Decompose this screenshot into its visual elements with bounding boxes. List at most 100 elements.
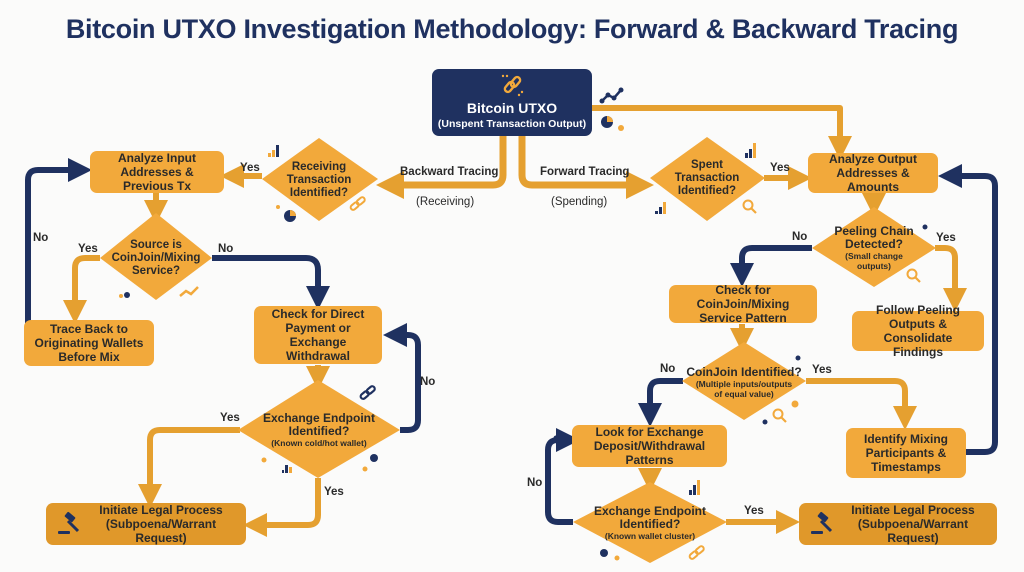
edge-coinjoin-no xyxy=(638,378,683,427)
decision-text: CoinJoin Identified? xyxy=(686,364,802,379)
edge-label-yes: Yes xyxy=(744,505,764,517)
edge-label-no: No xyxy=(420,376,436,388)
decision-text: Spent Transaction Identified? xyxy=(674,158,740,197)
bar-chart-icon xyxy=(282,465,292,473)
step-analyze-input-addresses[interactable]: Analyze Input Addresses & Previous Tx xyxy=(90,151,224,193)
decision-exchange-endpoint-right[interactable]: Exchange Endpoint Identified? (Known wal… xyxy=(590,503,710,543)
decision-exchange-endpoint-left[interactable]: Exchange Endpoint Identified? (Known col… xyxy=(256,410,382,450)
edge-label-yes: Yes xyxy=(770,162,790,174)
step-trace-back-originating-wallets[interactable]: Trace Back to Originating Wallets Before… xyxy=(24,320,154,366)
edge-label-yes: Yes xyxy=(812,364,832,376)
step-check-coinjoin-pattern[interactable]: Check for CoinJoin/Mixing Service Patter… xyxy=(669,283,817,325)
edge-exchange-right-no xyxy=(545,428,580,525)
decision-text: Source is CoinJoin/Mixing Service? xyxy=(111,238,201,277)
pie-icon xyxy=(276,205,296,222)
root-subtitle: (Unspent Transaction Output) xyxy=(437,118,587,130)
dots-icon xyxy=(119,292,130,298)
edge-source-yes xyxy=(63,255,100,324)
diamond-peeling xyxy=(812,207,936,287)
edge-label-yes: Yes xyxy=(324,486,344,498)
gavel-icon xyxy=(58,511,80,534)
legal-text: Initiate Legal Process (Subpoena/Warrant… xyxy=(851,503,975,545)
edge-label-yes: Yes xyxy=(78,243,98,255)
edge-forward-tracing xyxy=(518,136,654,199)
edge-label-no: No xyxy=(660,363,676,375)
decision-subtext: (Multiple inputs/outputs of equal value) xyxy=(695,378,793,399)
decision-text: Peeling Chain Detected? xyxy=(834,224,914,251)
edge-label-yes: Yes xyxy=(936,232,956,244)
edge-exchange-no xyxy=(383,323,421,433)
edge-backward-tracing xyxy=(376,136,507,199)
step-check-direct-payment[interactable]: Check for Direct Payment or Exchange Wit… xyxy=(254,306,382,364)
edge-label-no: No xyxy=(33,232,49,244)
diamond-receiving xyxy=(262,138,378,221)
edge-exchange-yes-down xyxy=(243,478,321,537)
diamond-coinjoin xyxy=(682,342,806,420)
chain-link-icon xyxy=(349,196,366,211)
magnifier-icon xyxy=(772,408,787,423)
bar-chart-icon xyxy=(655,202,666,214)
chain-link-icon xyxy=(359,385,376,400)
diamond-exchange-left xyxy=(238,380,400,478)
step-initiate-legal-process-left[interactable]: Initiate Legal Process (Subpoena/Warrant… xyxy=(46,503,246,545)
step-initiate-legal-process-right[interactable]: Initiate Legal Process (Subpoena/Warrant… xyxy=(799,503,997,545)
edge-source-no xyxy=(212,255,330,310)
decision-receiving-transaction[interactable]: Receiving Transaction Identified? xyxy=(272,160,366,200)
decision-subtext: (Known cold/hot wallet) xyxy=(271,438,367,448)
edge-label-no: No xyxy=(527,477,543,489)
bar-chart-icon xyxy=(689,480,700,495)
page-title: Bitcoin UTXO Investigation Methodology: … xyxy=(65,14,959,44)
edge-root-to-analyze-outputs xyxy=(592,105,852,160)
chain-link-icon xyxy=(688,545,705,560)
step-look-exchange-patterns[interactable]: Look for Exchange Deposit/Withdrawal Pat… xyxy=(572,425,727,467)
edge-identify-loop xyxy=(938,164,998,455)
diamond-exchange-right xyxy=(573,482,727,563)
decision-text: Exchange Endpoint Identified? xyxy=(262,411,375,438)
trend-icon xyxy=(599,87,624,104)
edge-label-yes: Yes xyxy=(220,412,240,424)
decision-text: Exchange Endpoint Identified? xyxy=(593,504,706,531)
decision-text: Receiving Transaction Identified? xyxy=(286,160,352,199)
edge-peeling-no xyxy=(730,245,812,287)
diamond-spent xyxy=(650,137,765,221)
label-forward-tracing: Forward Tracing xyxy=(540,166,630,178)
decision-source-coinjoin[interactable]: Source is CoinJoin/Mixing Service? xyxy=(108,238,204,278)
magnifier-icon xyxy=(742,199,757,214)
root-title: Bitcoin UTXO xyxy=(466,100,558,116)
root-node-bitcoin-utxo[interactable]: Bitcoin UTXO (Unspent Transaction Output… xyxy=(432,69,592,136)
bar-chart-icon xyxy=(268,145,279,157)
dots-icon xyxy=(261,454,378,472)
edge-label-yes: Yes xyxy=(240,162,260,174)
dots-icon xyxy=(553,435,559,441)
decision-peeling-chain[interactable]: Peeling Chain Detected? (Small change ou… xyxy=(824,224,924,272)
dots-icon xyxy=(762,355,801,425)
edge-label-no: No xyxy=(792,231,808,243)
label-spending: (Spending) xyxy=(551,196,608,208)
step-follow-peeling-outputs[interactable]: Follow Peeling Outputs & Consolidate Fin… xyxy=(852,303,984,359)
edge-label-no: No xyxy=(218,243,234,255)
step-analyze-output-addresses[interactable]: Analyze Output Addresses & Amounts xyxy=(808,152,938,194)
dots-icon xyxy=(922,224,928,230)
magnifier-icon xyxy=(906,268,921,283)
edge-exchange-yes-left xyxy=(138,427,240,508)
chain-link-icon xyxy=(501,74,524,97)
edge-coinjoin-yes xyxy=(806,378,917,430)
edge-trace-no-loop xyxy=(25,158,92,325)
decision-spent-transaction[interactable]: Spent Transaction Identified? xyxy=(660,158,754,198)
gavel-icon xyxy=(811,511,833,534)
legal-text: Initiate Legal Process (Subpoena/Warrant… xyxy=(99,503,223,545)
decor-icons xyxy=(119,87,928,561)
dots-icon xyxy=(600,549,620,561)
bar-chart-icon xyxy=(745,143,756,158)
decision-subtext: (Small change outputs) xyxy=(845,251,903,271)
diamond-source xyxy=(100,213,212,300)
decision-subtext: (Known wallet cluster) xyxy=(604,531,696,541)
step-identify-mixing-participants[interactable]: Identify Mixing Participants & Timestamp… xyxy=(846,428,966,478)
edge-peeling-yes xyxy=(935,245,967,312)
decision-coinjoin-identified[interactable]: CoinJoin Identified? (Multiple inputs/ou… xyxy=(684,360,804,404)
label-receiving: (Receiving) xyxy=(416,196,475,208)
label-backward-tracing: Backward Tracing xyxy=(400,166,499,178)
pie-icon xyxy=(601,116,624,131)
trend-icon xyxy=(179,286,199,297)
